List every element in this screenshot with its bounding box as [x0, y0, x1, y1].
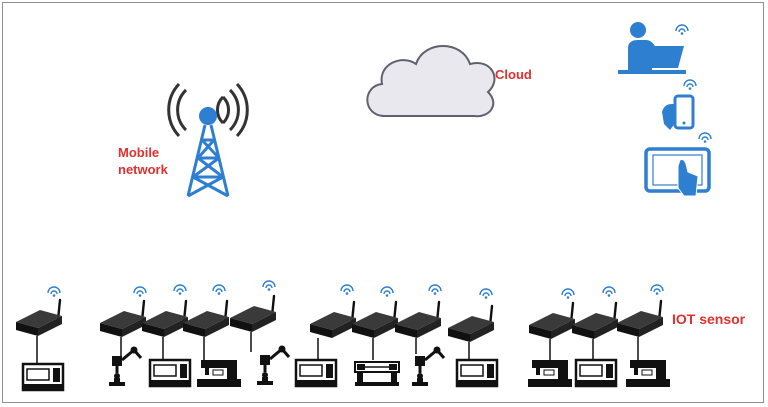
laptop-user-icon: [618, 22, 689, 74]
mobile-network-label: Mobile network: [118, 144, 198, 178]
iot-sensor-icon: [181, 284, 242, 388]
sensor-group-2: [98, 280, 291, 388]
iot-sensor-icon: [294, 284, 358, 388]
diagram-frame: [2, 2, 764, 403]
iot-sensor-icon: [140, 284, 192, 388]
iot-sensor-label: IOT sensor: [672, 311, 746, 327]
sensor-group-1: [14, 286, 65, 392]
iot-sensor-icon: [350, 286, 400, 387]
cloud-label: Cloud: [495, 67, 532, 82]
iot-sensor-icon: [228, 280, 291, 387]
iot-sensor-icon: [98, 286, 148, 388]
tablet-icon: [644, 132, 712, 197]
sensor-group-4: [527, 284, 671, 388]
mobile-network-label-line2: network: [118, 162, 168, 177]
iot-sensor-icon: [446, 288, 499, 388]
iot-sensor-icon: [615, 284, 671, 388]
iot-sensor-icon: [393, 284, 446, 388]
iot-sensor-icon: [14, 286, 65, 392]
smartphone-icon: [662, 79, 697, 130]
cell-tower-icon: [167, 82, 249, 198]
sensor-group-3: [294, 284, 499, 388]
iot-sensor-icon: [527, 288, 577, 388]
cloud-icon: [366, 45, 496, 118]
mobile-network-label-line1: Mobile: [118, 145, 160, 160]
iot-sensor-icon: [570, 286, 620, 388]
